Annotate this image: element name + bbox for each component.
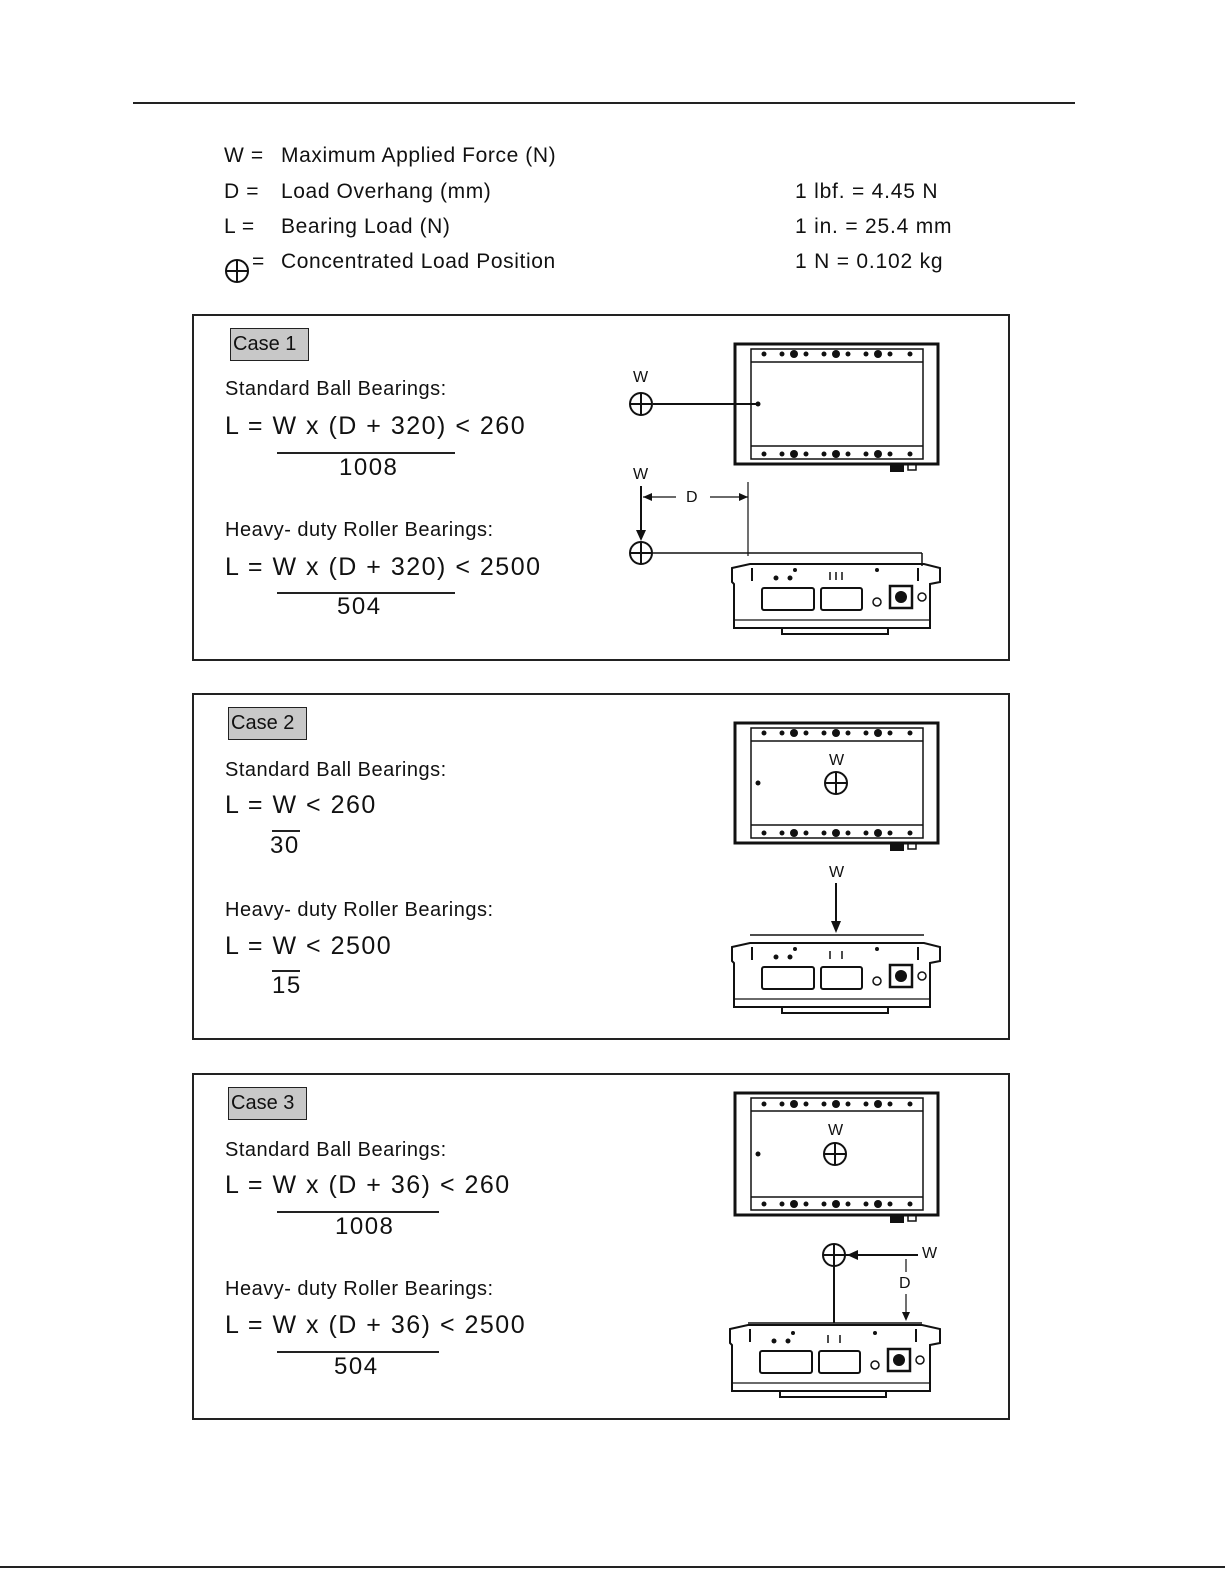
case-label: Case 1 [230, 328, 310, 361]
conversion-n: 1 N = 0.102 kg [795, 250, 944, 273]
w-label-top: W [828, 1122, 844, 1139]
case-2-box: Case 2 Standard Ball Bearings: L = W < 2… [192, 693, 1010, 1040]
conversion-in: 1 in. = 25.4 mm [795, 215, 953, 238]
case-3-box: Case 3 Standard Ball Bearings: L = W x (… [192, 1073, 1010, 1420]
w-label-side: W [922, 1245, 938, 1262]
unit-top-view [733, 721, 940, 851]
header-rule [133, 102, 1075, 104]
heavy-formula: L = W x (D + 36) < 2500 [225, 1311, 527, 1339]
case-label: Case 2 [228, 707, 308, 740]
case-label: Case 3 [228, 1087, 308, 1120]
standard-formula: L = W x (D + 320) < 260 [225, 412, 527, 440]
heavy-bearings-title: Heavy- duty Roller Bearings: [225, 519, 494, 541]
fraction-bar [277, 452, 455, 454]
case-1-box: Case 1 Standard Ball Bearings: L = W x (… [192, 314, 1010, 661]
unit-top-view [733, 1091, 940, 1223]
unit-side-view [731, 563, 941, 635]
case-2-drawing: W W [731, 721, 941, 1014]
w-label-side: W [633, 466, 649, 483]
load-position-icon [225, 259, 249, 283]
standard-denominator: 1008 [335, 1213, 395, 1240]
unit-top-view [733, 342, 940, 472]
heavy-denominator: 15 [272, 972, 302, 999]
conversion-lbf: 1 lbf. = 4.45 N [795, 180, 939, 203]
w-label-top: W [829, 752, 845, 769]
load-position-icon [822, 1243, 846, 1267]
heavy-denominator: 504 [337, 593, 382, 620]
load-position-icon [823, 1142, 847, 1166]
d-label: D [686, 489, 698, 506]
heavy-denominator: 504 [334, 1353, 379, 1380]
standard-formula: L = W < 260 [225, 791, 377, 819]
w-label-side: W [829, 864, 845, 881]
heavy-bearings-title: Heavy- duty Roller Bearings: [225, 1278, 494, 1300]
heavy-formula: L = W < 2500 [225, 932, 393, 960]
case-1-drawing: W W D [629, 342, 941, 635]
standard-denominator: 1008 [339, 454, 399, 481]
fraction-bar [272, 970, 300, 972]
unit-side-view [731, 934, 941, 1014]
w-label-top: W [633, 369, 649, 386]
case-3-drawing: W W D [729, 1091, 941, 1398]
heavy-bearings-title: Heavy- duty Roller Bearings: [225, 899, 494, 921]
unit-side-view [729, 1322, 941, 1398]
heavy-formula: L = W x (D + 320) < 2500 [225, 553, 542, 581]
standard-bearings-title: Standard Ball Bearings: [225, 1139, 447, 1161]
footer-rule [0, 1566, 1225, 1568]
standard-denominator: 30 [270, 832, 300, 859]
standard-formula: L = W x (D + 36) < 260 [225, 1171, 511, 1199]
standard-bearings-title: Standard Ball Bearings: [225, 759, 447, 781]
fraction-bar [277, 1211, 439, 1213]
fraction-bar [277, 592, 455, 594]
load-position-icon [824, 771, 848, 795]
load-position-icon [629, 392, 653, 416]
load-position-icon [629, 541, 653, 565]
fraction-bar [277, 1351, 439, 1353]
fraction-bar [272, 830, 300, 832]
d-label: D [899, 1275, 911, 1292]
standard-bearings-title: Standard Ball Bearings: [225, 378, 447, 400]
